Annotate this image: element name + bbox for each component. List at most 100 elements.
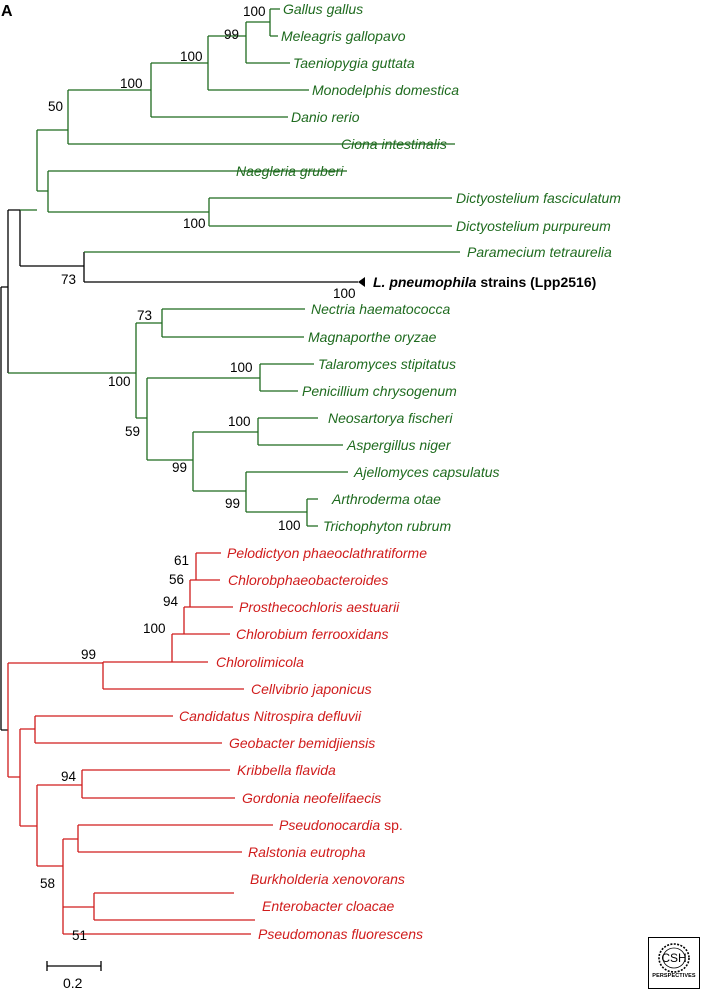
taxon-cellvibrio-japonicus: Cellvibrio japonicus [251, 681, 372, 697]
taxon-enterobacter-cloacae: Enterobacter cloacae [262, 898, 395, 914]
taxon-l-pneumophila-strains: L. pneumophila strains (Lpp2516) [373, 274, 596, 290]
l-pneumophila-strain-suffix: strains (Lpp2516) [476, 274, 596, 290]
pseudonocardia-genus: Pseudonocardia [279, 817, 380, 833]
taxon-neosartorya-fischeri: Neosartorya fischeri [328, 410, 453, 426]
taxon-monodelphis-domestica: Monodelphis domestica [312, 82, 459, 98]
scale-bar-label: 0.2 [63, 975, 83, 991]
scale-bar [46, 961, 102, 971]
taxon-candidatus-nitrospira-defluvii: Candidatus Nitrospira defluvii [179, 708, 362, 724]
taxon-aspergillus-niger: Aspergillus niger [346, 437, 452, 453]
l-pneumophila-species: L. pneumophila [373, 274, 477, 290]
taxon-burkholderia-xenovorans: Burkholderia xenovorans [250, 871, 405, 887]
chordate-branch [67, 89, 455, 145]
collapsed-clade-marker [358, 277, 365, 287]
bootstrap-amniotes: 100 [180, 49, 203, 64]
logo-text-perspectives: PERSPECTIVES [652, 973, 696, 979]
pelodictyon-branch [195, 552, 221, 581]
chlorobi-inner-branch [183, 606, 230, 635]
chlorobi-inner2-branch [189, 579, 233, 608]
branches-black [0, 209, 358, 731]
taxon-talaromyces-stipitatus: Talaromyces stipitatus [318, 356, 456, 372]
lower-bacteria-branch [19, 728, 37, 827]
taxon-gallus-gallus: Gallus gallus [283, 1, 363, 17]
bacteria-root-branch [7, 662, 103, 778]
onygenales-branch [245, 471, 348, 513]
pseudonocardia-sp-suffix: sp. [380, 817, 403, 833]
bootstrap-nectria-magnaporthe: 73 [137, 308, 152, 323]
taxon-paramecium-tetraurelia: Paramecium tetraurelia [467, 244, 612, 260]
bootstrap-arthroderma-trichophyton: 100 [278, 518, 301, 533]
neosartorya-branch [257, 417, 343, 446]
bootstrap-fungi: 100 [108, 374, 131, 389]
bootstrap-talaromyces-penicillium: 100 [230, 360, 253, 375]
taxon-pelodictyon-phaeoclathratiforme: Pelodictyon phaeoclathratiforme [227, 545, 427, 561]
taxon-danio-rerio: Danio rerio [291, 109, 360, 125]
taxon-chlorolimicola: Chlorolimicola [216, 654, 304, 670]
taxon-gordonia-neofelifaecis: Gordonia neofelifaecis [242, 790, 381, 806]
dna-helix-icon [658, 943, 690, 973]
bootstrap-chordates: 50 [48, 99, 63, 114]
taxon-chlorobium-ferrooxidans: Chlorobium ferrooxidans [236, 626, 389, 642]
branches-red [7, 552, 273, 935]
naegleria-dicty-branch [47, 170, 452, 227]
taxon-pseudonocardia-sp: Pseudonocardia sp. [279, 817, 403, 833]
bootstrap-birds: 99 [224, 27, 239, 42]
kribbella-branch [81, 769, 235, 799]
chlorobi-cellvibrio-branch [102, 661, 244, 690]
eurotiales-branch [146, 377, 260, 461]
root-branch [0, 286, 8, 731]
taxon-ciona-intestinalis: Ciona intestinalis [341, 136, 447, 152]
bootstrap-onygenales: 99 [225, 496, 240, 511]
bootstrap-vertebrates: 100 [120, 76, 143, 91]
bootstrap-enterobacter-pseudomonas: 51 [72, 928, 87, 943]
eukaryote-lpn-branch [7, 209, 20, 373]
csh-perspectives-logo: CSH PERSPECTIVES [648, 937, 700, 989]
taxon-arthroderma-otae: Arthroderma otae [331, 491, 441, 507]
bootstrap-chlorobi-b: 94 [163, 594, 179, 609]
logo-text-csh: CSH [661, 951, 687, 965]
taxon-prosthecochloris-aestuarii: Prosthecochloris aestuarii [239, 599, 400, 615]
pseudonocardia-branch [77, 824, 273, 853]
arthroderma-branch [306, 498, 318, 527]
taxon-penicillium-chrysogenum: Penicillium chrysogenum [302, 383, 457, 399]
proteo-branch [62, 838, 94, 908]
bootstrap-dictyostelium: 100 [183, 216, 206, 231]
taxon-trichophyton-rubrum: Trichophyton rubrum [323, 518, 451, 534]
gallus-branch [269, 8, 280, 37]
taxon-geobacter-bemidjiensis: Geobacter bemidjiensis [229, 735, 375, 751]
amniote-branch [207, 35, 309, 91]
branches-green [8, 8, 460, 527]
taxon-taeniopygia-guttata: Taeniopygia guttata [293, 55, 415, 71]
taxon-dictyostelium-fasciculatum: Dictyostelium fasciculatum [456, 190, 621, 206]
bootstrap-aspergillaceae-onygenales: 99 [172, 460, 187, 475]
taxon-magnaporthe-oryzae: Magnaporthe oryzae [308, 329, 437, 345]
euk-top-branch [20, 129, 68, 211]
taxon-pseudomonas-fluorescens: Pseudomonas fluorescens [258, 926, 423, 942]
panel-label: A [1, 3, 13, 20]
nitrospira-geobacter-branch [34, 715, 222, 744]
bootstrap-pelodictyon-chlorobphaeo: 61 [174, 553, 189, 568]
burkholderia-enterobacter-branch [93, 892, 255, 921]
nectria-branch [161, 308, 305, 338]
bootstrap-proteo: 58 [40, 876, 55, 891]
enterobacter-pseudomonas-branch [62, 907, 251, 935]
chlorobi-branch [171, 633, 208, 663]
bootstrap-lpn-strains: 100 [333, 286, 356, 301]
bootstrap-chlorobi-cellvibrio: 99 [81, 647, 96, 662]
taxon-ajellomyces-capsulatus: Ajellomyces capsulatus [353, 464, 500, 480]
taxon-dictyostelium-purpureum: Dictyostelium purpureum [456, 218, 611, 234]
bird-branch [245, 21, 290, 64]
taxon-meleagris-gallopavo: Meleagris gallopavo [281, 28, 406, 44]
bootstrap-eurotiales: 59 [125, 424, 140, 439]
fungi-branch [8, 322, 162, 419]
bootstrap-chlorobi: 100 [143, 621, 166, 636]
bootstrap-chlorobi-a: 56 [169, 572, 184, 587]
actino-proteo-branch [36, 784, 82, 867]
talaromyces-branch [259, 363, 314, 392]
taxon-nectria-haematococca: Nectria haematococca [311, 301, 451, 317]
bootstrap-neosartorya-aspergillus: 100 [228, 414, 251, 429]
taxon-naegleria-gruberi: Naegleria gruberi [236, 163, 344, 179]
taxon-chlorobphaeobacteroides: Chlorobphaeobacteroides [228, 572, 388, 588]
bootstrap-paramecium-lpn: 73 [61, 272, 76, 287]
